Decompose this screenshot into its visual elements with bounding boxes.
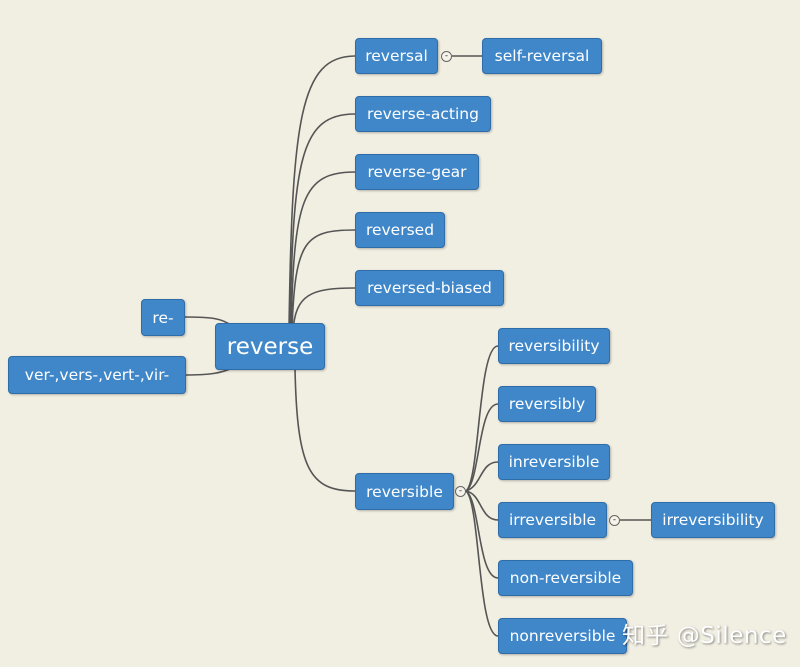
node-re[interactable]: re- bbox=[141, 299, 185, 336]
link-reversible-nonreversible bbox=[465, 490, 499, 637]
link-reversible-reversibility bbox=[465, 345, 499, 492]
link-root-reversed bbox=[291, 229, 356, 331]
node-non-reversible[interactable]: non-reversible bbox=[498, 560, 633, 596]
link-root-reverse-gear bbox=[290, 171, 356, 331]
root-node-reverse[interactable]: reverse bbox=[215, 323, 325, 370]
watermark: 知乎 @Silence bbox=[622, 623, 787, 649]
node-inreversible[interactable]: inreversible bbox=[498, 444, 610, 480]
node-irreversibility[interactable]: irreversibility bbox=[651, 502, 775, 538]
collapse-toggle-reversible[interactable]: - bbox=[455, 486, 466, 497]
node-reversed[interactable]: reversed bbox=[355, 212, 445, 248]
node-reversal[interactable]: reversal bbox=[355, 38, 438, 74]
link-root-reversible bbox=[294, 367, 356, 492]
node-reversed-biased[interactable]: reversed-biased bbox=[355, 270, 504, 306]
link-reversible-reversibly bbox=[465, 403, 499, 492]
node-irreversible[interactable]: irreversible bbox=[498, 502, 607, 538]
link-root-reversed-biased bbox=[292, 287, 356, 331]
link-reversible-inreversible bbox=[465, 461, 499, 492]
collapse-toggle-irreversible[interactable]: - bbox=[609, 515, 620, 526]
node-reversibility[interactable]: reversibility bbox=[498, 328, 610, 364]
node-reverse-acting[interactable]: reverse-acting bbox=[355, 96, 491, 132]
link-reversible-irreversible bbox=[465, 490, 499, 521]
node-self-reversal[interactable]: self-reversal bbox=[482, 38, 602, 74]
node-ver-vers-vert-vir[interactable]: ver-,vers-,vert-,vir- bbox=[8, 356, 186, 394]
link-root-reverse-acting bbox=[289, 113, 356, 331]
node-nonreversible[interactable]: nonreversible bbox=[498, 618, 627, 654]
node-reverse-gear[interactable]: reverse-gear bbox=[355, 154, 479, 190]
node-reversible[interactable]: reversible bbox=[355, 473, 454, 510]
collapse-toggle-reversal[interactable]: - bbox=[441, 51, 452, 62]
link-root-reversal bbox=[288, 55, 356, 331]
node-reversibly[interactable]: reversibly bbox=[498, 386, 596, 422]
